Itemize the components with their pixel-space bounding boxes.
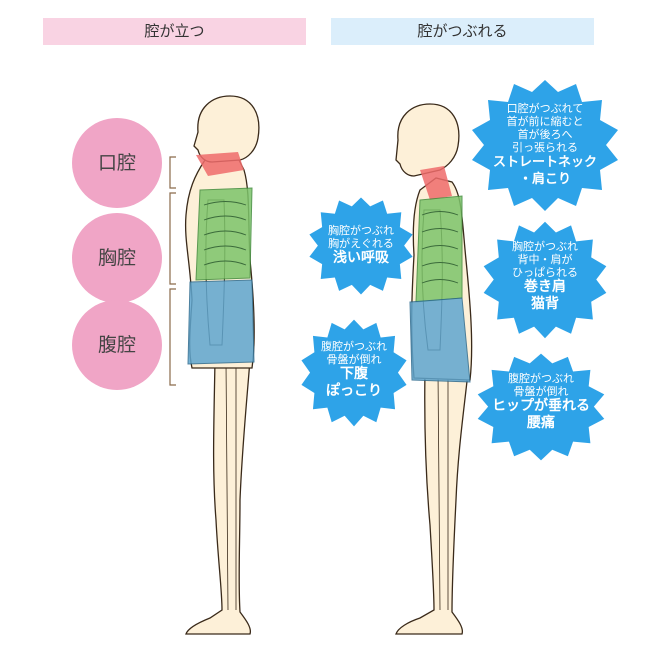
- callout-line: 引っ張られる: [512, 141, 578, 154]
- callout-mouth-collapse: 口腔がつぶれて 首が前に縮むと 首が後ろへ 引っ張られる ストレートネック ・肩…: [470, 78, 620, 213]
- slumped-mouth-cavity: [420, 166, 452, 200]
- cavity-brackets: [169, 156, 176, 386]
- callout-line: 首が後ろへ: [517, 128, 573, 141]
- callout-line: 骨盤が倒れ: [326, 353, 382, 366]
- callout-line: 胸腔がつぶれ: [512, 240, 578, 253]
- callout-abdomen-collapse-hip: 腹腔がつぶれ 骨盤が倒れ ヒップが垂れる 腰痛: [476, 352, 606, 462]
- callout-line: 骨盤が倒れ: [513, 385, 569, 398]
- callout-result: 腰痛: [527, 415, 555, 431]
- callout-chest-collapse-posture: 胸腔がつぶれ 背中・肩が ひっぱられる 巻き肩 猫背: [482, 220, 608, 340]
- slumped-abdomen-cavity: [409, 297, 471, 383]
- header-collapsed: 腔がつぶれる: [331, 18, 594, 45]
- callout-line: 首が前に縮むと: [506, 115, 584, 128]
- callout-line: 腹腔がつぶれ: [321, 340, 387, 353]
- callout-line: 胸がえぐれる: [328, 237, 394, 250]
- cavity-label-abdomen: 腹腔: [72, 300, 162, 390]
- callout-result: 猫背: [531, 296, 559, 312]
- callout-line: 背中・肩が: [517, 253, 573, 266]
- cavity-label-chest: 胸腔: [72, 213, 162, 303]
- callout-result: ヒップが垂れる: [492, 398, 590, 414]
- callout-result: 下腹: [340, 366, 368, 382]
- callout-result: ・肩こり: [518, 172, 571, 187]
- callout-line: 口腔がつぶれて: [506, 102, 584, 115]
- callout-line: 胸腔がつぶれ: [328, 224, 394, 237]
- upright-mouth-cavity: [196, 152, 244, 176]
- callout-result: ぽっこり: [326, 383, 382, 399]
- upright-abdomen-cavity: [187, 279, 255, 365]
- callout-abdomen-collapse-belly: 腹腔がつぶれ 骨盤が倒れ 下腹 ぽっこり: [300, 318, 408, 428]
- upright-chest-cavity: [195, 187, 253, 281]
- callout-result: 巻き肩: [524, 279, 566, 295]
- callout-line: 腹腔がつぶれ: [508, 372, 574, 385]
- callout-chest-collapse-breath: 胸腔がつぶれ 胸がえぐれる 浅い呼吸: [308, 196, 414, 296]
- callout-result: ストレートネック: [492, 155, 597, 170]
- header-standing: 腔が立つ: [43, 18, 306, 45]
- callout-line: ひっぱられる: [512, 266, 578, 279]
- callout-result: 浅い呼吸: [333, 250, 389, 266]
- cavity-label-mouth: 口腔: [72, 118, 162, 208]
- upright-figure: [184, 95, 260, 635]
